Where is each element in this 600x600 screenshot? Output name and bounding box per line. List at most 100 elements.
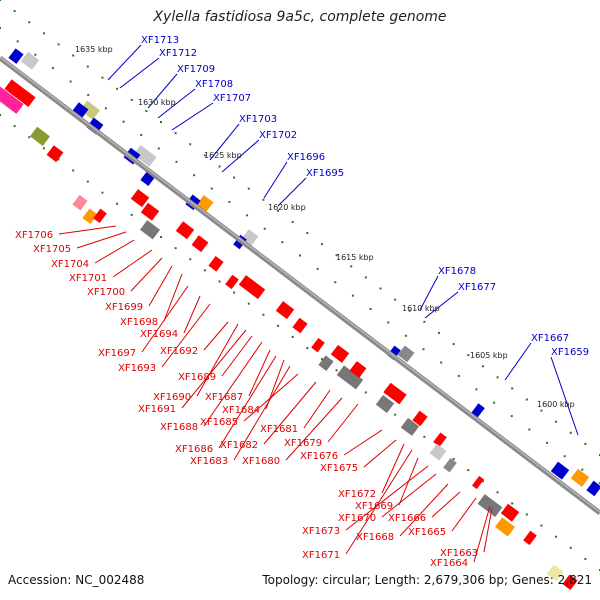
gene-label-reverse: XF1679 <box>284 438 322 449</box>
ruler-dot-inner <box>457 374 460 377</box>
ruler-dot-lower <box>452 458 455 461</box>
gene-feature <box>133 145 157 167</box>
leader-line-reverse <box>381 473 437 518</box>
gene-feature <box>400 417 420 436</box>
ruler-dot-inner <box>87 93 90 96</box>
leader-line-reverse <box>112 249 153 278</box>
ruler-dot-lower <box>467 469 470 472</box>
gene-label-reverse: XF1663 <box>440 548 478 559</box>
ruler-dot-lower <box>569 546 572 549</box>
gene-label-forward: XF1667 <box>531 333 569 344</box>
gene-feature <box>225 274 239 290</box>
leader-line-reverse <box>221 335 253 377</box>
gene-feature <box>495 517 515 537</box>
backbone-line <box>0 56 600 515</box>
ruler-dot-inner <box>563 455 566 458</box>
ruler-dot-upper <box>569 431 572 434</box>
gene-label-reverse: XF1701 <box>69 273 107 284</box>
gene-label-reverse: XF1699 <box>105 302 143 313</box>
ruler-dot-lower <box>101 191 104 194</box>
gene-feature <box>383 382 407 405</box>
ruler-dot-upper <box>72 54 75 57</box>
ruler-dot-upper <box>496 376 499 379</box>
gene-feature <box>93 208 107 224</box>
leader-line-forward <box>209 123 240 161</box>
leader-line-reverse <box>473 505 491 563</box>
ruler-dot-inner <box>193 174 196 177</box>
ruler-dot-lower <box>511 502 514 505</box>
gene-feature <box>208 255 224 272</box>
ruler-dot-upper <box>320 243 323 246</box>
gene-label-reverse: XF1684 <box>222 405 260 416</box>
ruler-dot-inner <box>51 67 54 70</box>
ruler-dot-upper <box>277 209 280 212</box>
ruler-dot-lower <box>540 524 543 527</box>
gene-label-reverse: XF1704 <box>51 259 89 270</box>
gene-label-reverse: XF1673 <box>302 526 340 537</box>
leader-line-reverse <box>343 429 383 456</box>
ruler-dot-upper <box>57 43 60 46</box>
ruler-dot-lower <box>116 202 119 205</box>
gene-label-reverse: XF1700 <box>87 287 125 298</box>
leader-line-forward <box>419 275 439 311</box>
gene-feature <box>30 126 50 146</box>
leader-line-reverse <box>161 303 211 368</box>
gene-feature <box>330 344 350 363</box>
gene-label-reverse: XF1689 <box>178 372 216 383</box>
ruler-dot-upper <box>218 165 221 168</box>
gene-feature <box>8 48 24 64</box>
gene-feature <box>429 443 447 461</box>
ruler-dot-lower <box>481 480 484 483</box>
tick-label: 1635 kbp <box>75 45 113 54</box>
ruler-dot-upper <box>262 198 265 201</box>
gene-feature <box>140 202 160 221</box>
gene-label-reverse: XF1697 <box>98 348 136 359</box>
ruler-dot-upper <box>291 220 294 223</box>
gene-label-reverse: XF1690 <box>153 392 191 403</box>
leader-line-reverse <box>183 295 201 334</box>
label-leader-lines <box>58 44 579 563</box>
tick-label: 1600 kbp <box>537 400 575 409</box>
gene-feature <box>471 475 485 490</box>
gene-feature <box>500 503 520 522</box>
ruler-dot-upper <box>511 387 514 390</box>
leader-line-reverse <box>203 321 229 351</box>
gene-feature <box>570 468 590 487</box>
ruler-dot-inner <box>440 361 443 364</box>
leader-line-forward <box>157 88 196 119</box>
ruler-dot-upper <box>467 354 470 357</box>
ruler-dot-lower <box>159 236 162 239</box>
gene-feature <box>349 361 367 378</box>
ruler-dot-inner <box>351 294 354 297</box>
backbone-highlight <box>0 56 600 513</box>
gene-label-forward: XF1713 <box>141 35 179 46</box>
gene-feature <box>433 432 447 447</box>
ruler-dot-lower <box>0 114 1 116</box>
ruler-dot-upper <box>584 442 587 445</box>
gene-feature <box>80 100 100 120</box>
ruler-dot-inner <box>404 334 407 337</box>
leader-line-reverse <box>345 465 429 531</box>
gene-label-reverse: XF1683 <box>190 456 228 467</box>
leader-line-reverse <box>181 329 247 409</box>
gene-label-reverse: XF1706 <box>15 230 53 241</box>
gene-label-reverse: XF1681 <box>260 424 298 435</box>
ruler-dot-lower <box>218 280 221 283</box>
gene-label-reverse: XF1665 <box>408 527 446 538</box>
ruler-dot-inner <box>316 267 319 270</box>
ruler-dot-lower <box>423 435 426 438</box>
gene-label-forward: XF1708 <box>195 79 233 90</box>
ruler-dot-inner <box>581 468 584 471</box>
gene-feature <box>175 221 195 240</box>
accession-text: Accession: NC_002488 <box>8 573 145 587</box>
gene-label-forward: XF1702 <box>259 130 297 141</box>
ruler-dot-lower <box>496 491 499 494</box>
leader-line-reverse <box>345 449 413 555</box>
gene-feature <box>4 79 36 107</box>
ruler-dot-inner <box>246 214 249 217</box>
ruler-dot-lower <box>130 213 133 216</box>
leader-line-reverse <box>148 265 173 307</box>
gene-feature <box>191 235 209 253</box>
gene-feature <box>412 410 428 427</box>
